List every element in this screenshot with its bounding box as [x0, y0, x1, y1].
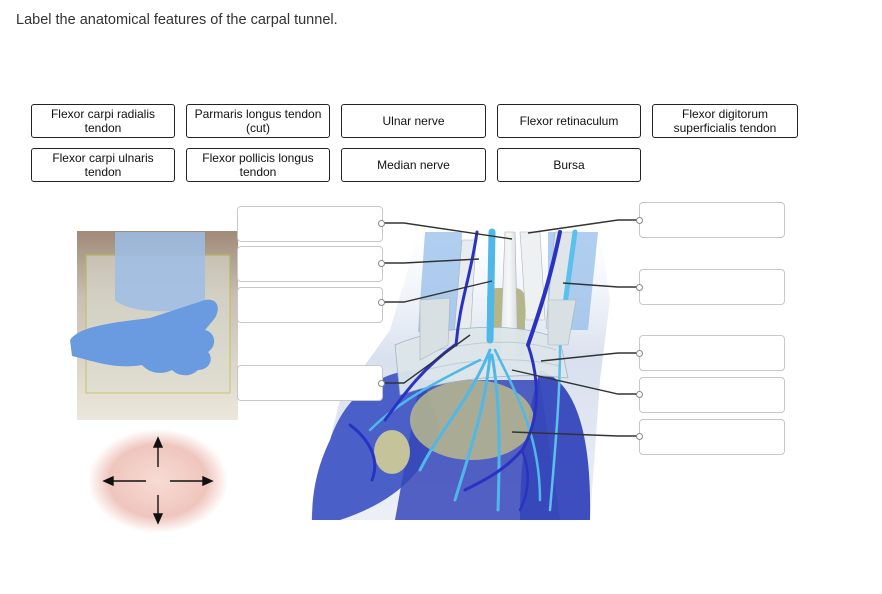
drop-zone-3[interactable] [237, 287, 383, 323]
leader-lines [382, 219, 639, 437]
drop-zone-8[interactable] [639, 377, 785, 413]
label-chip-flexor-digitorum-superficialis[interactable]: Flexor digitorum superficialis tendon [652, 104, 798, 138]
label-chip-median-nerve[interactable]: Median nerve [341, 148, 486, 182]
drop-zone-9[interactable] [639, 419, 785, 455]
leader-line-2 [382, 258, 480, 264]
label-chip-flexor-pollicis-longus[interactable]: Flexor pollicis longus tendon [186, 148, 330, 182]
leader-pin-8 [636, 391, 643, 398]
hand-silhouette [70, 299, 218, 376]
leader-line-7 [540, 352, 639, 362]
four-way-arrows-icon [102, 436, 214, 525]
label-chip-bursa[interactable]: Bursa [497, 148, 641, 182]
label-chip-flexor-retinaculum[interactable]: Flexor retinaculum [497, 104, 641, 138]
drop-zone-5[interactable] [639, 202, 785, 238]
label-chip-flexor-carpi-ulnaris[interactable]: Flexor carpi ulnaris tendon [31, 148, 175, 182]
leader-pin-9 [636, 433, 643, 440]
drop-zone-7[interactable] [639, 335, 785, 371]
label-chip-flexor-carpi-radialis[interactable]: Flexor carpi radialis tendon [31, 104, 175, 138]
drop-zone-6[interactable] [639, 269, 785, 305]
leader-line-4 [382, 334, 471, 384]
leader-line-3 [382, 280, 493, 303]
leader-pin-6 [636, 284, 643, 291]
leader-pin-1 [378, 220, 385, 227]
question-prompt: Label the anatomical features of the car… [16, 12, 338, 28]
leader-line-9 [511, 431, 639, 437]
leader-line-6 [562, 282, 639, 288]
leader-line-5 [527, 219, 639, 234]
leader-pin-4 [378, 380, 385, 387]
median-nerve-branches [368, 228, 542, 512]
orientation-disc [88, 429, 228, 533]
leader-line-1 [382, 222, 513, 240]
radial-soft-tissue [419, 297, 451, 361]
leader-pin-2 [378, 260, 385, 267]
carpal-bone [374, 430, 410, 474]
drop-zone-4[interactable] [237, 365, 383, 401]
wrist-cylinder [115, 232, 205, 312]
ulnar-soft-tissue [547, 299, 577, 346]
drop-zone-1[interactable] [237, 206, 383, 242]
bursa-shape [410, 380, 534, 460]
leader-line-8 [511, 369, 639, 395]
label-chip-ulnar-nerve[interactable]: Ulnar nerve [341, 104, 486, 138]
leader-pin-5 [636, 217, 643, 224]
drop-zone-2[interactable] [237, 246, 383, 282]
leader-pin-3 [378, 299, 385, 306]
leader-pin-7 [636, 350, 643, 357]
label-chip-palmaris-longus[interactable]: Parmaris longus tendon (cut) [186, 104, 330, 138]
